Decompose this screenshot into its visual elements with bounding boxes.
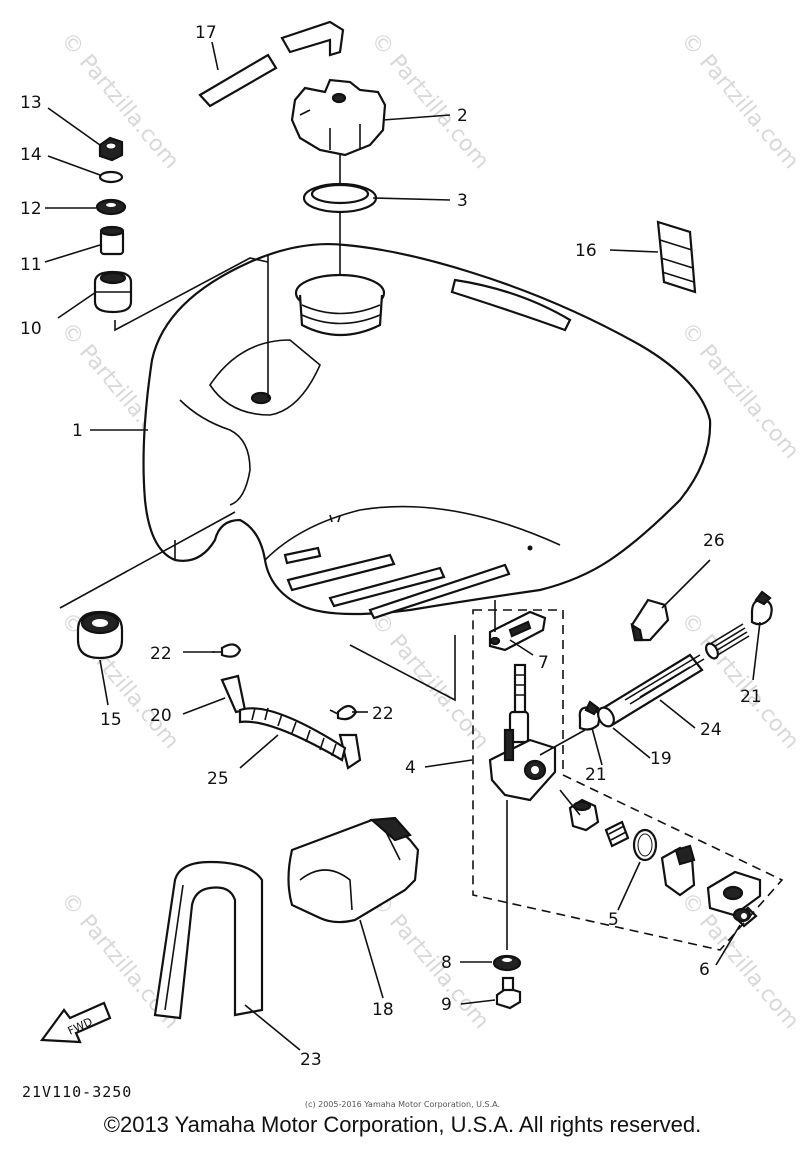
part-19-fuel-hose — [597, 653, 705, 728]
callout-20: 20 — [150, 706, 172, 726]
fwd-arrow-icon: FWD — [39, 1001, 112, 1044]
callout-17: 17 — [195, 23, 217, 43]
watermark-text: © Partzilla.com — [675, 28, 803, 174]
part-17-breather-hose — [198, 20, 345, 108]
part-6-screw — [732, 906, 758, 928]
part-1-fuel-tank — [142, 242, 712, 620]
callout-19: 19 — [650, 749, 672, 769]
callout-5: 5 — [608, 910, 619, 930]
callout-24: 24 — [700, 720, 722, 740]
watermark-text: © Partzilla.com — [675, 608, 803, 754]
part-cock-internals — [568, 798, 762, 917]
callout-22: 22 — [372, 704, 394, 724]
small-copyright-notice: (c) 2005-2016 Yamaha Motor Corporation, … — [304, 1100, 501, 1109]
part-15-damper — [76, 610, 124, 660]
drawing-code: 21V110-3250 — [22, 1083, 133, 1101]
part-4-fuel-cock — [488, 663, 557, 802]
callout-25: 25 — [207, 769, 229, 789]
part-14-washer — [98, 170, 124, 184]
part-3-cap-gasket — [302, 182, 378, 214]
callout-21: 21 — [585, 765, 607, 785]
part-26-hose-clip — [630, 598, 670, 642]
part-5-o-ring — [632, 828, 658, 862]
callout-12: 12 — [20, 199, 42, 219]
callout-14: 14 — [20, 145, 42, 165]
fuel-cock-group-outline — [472, 609, 784, 951]
part-16-clip — [656, 220, 697, 294]
part-23-tank-band — [153, 860, 264, 1020]
part-7-cock-gasket — [488, 610, 547, 652]
part-8-washer — [492, 954, 522, 972]
callout-22: 22 — [150, 644, 172, 664]
watermark-text: © Partzilla.com — [365, 28, 493, 174]
callout-26: 26 — [703, 531, 725, 551]
callout-3: 3 — [457, 191, 468, 211]
callout-6: 6 — [699, 960, 710, 980]
part-12-washer — [95, 198, 127, 216]
part-11-collar — [99, 225, 125, 256]
part-18-tank-damper — [287, 816, 420, 924]
callout-4: 4 — [405, 758, 416, 778]
part-2-fuel-cap — [290, 78, 387, 157]
part-22-clip-lower — [329, 704, 358, 721]
callout-labels: 17 2 3 13 14 12 11 10 16 1 26 7 21 22 15… — [20, 23, 762, 1070]
part-22-clip-upper — [212, 643, 242, 658]
callout-18: 18 — [372, 1000, 394, 1020]
part-21-hose-clip-lower — [578, 700, 601, 731]
callout-15: 15 — [100, 710, 122, 730]
callout-1: 1 — [72, 421, 83, 441]
leader-lines — [44, 41, 761, 1051]
callout-13: 13 — [20, 93, 42, 113]
watermark-text: © Partzilla.com — [365, 608, 493, 754]
callout-21: 21 — [740, 687, 762, 707]
part-9-drain-bolt — [495, 976, 522, 1010]
part-24-spring — [705, 623, 750, 660]
part-10-damper — [93, 270, 133, 314]
callout-10: 10 — [20, 319, 42, 339]
part-21-hose-clip-upper — [750, 590, 773, 626]
callout-9: 9 — [441, 995, 452, 1015]
part-25-protector-spring — [238, 707, 347, 762]
part-13-nut — [98, 136, 124, 162]
callout-23: 23 — [300, 1050, 322, 1070]
callout-11: 11 — [20, 255, 42, 275]
callout-7: 7 — [538, 653, 549, 673]
copyright-notice: ©2013 Yamaha Motor Corporation, U.S.A. A… — [103, 1112, 702, 1137]
callout-2: 2 — [457, 106, 468, 126]
callout-16: 16 — [575, 241, 597, 261]
callout-8: 8 — [441, 953, 452, 973]
